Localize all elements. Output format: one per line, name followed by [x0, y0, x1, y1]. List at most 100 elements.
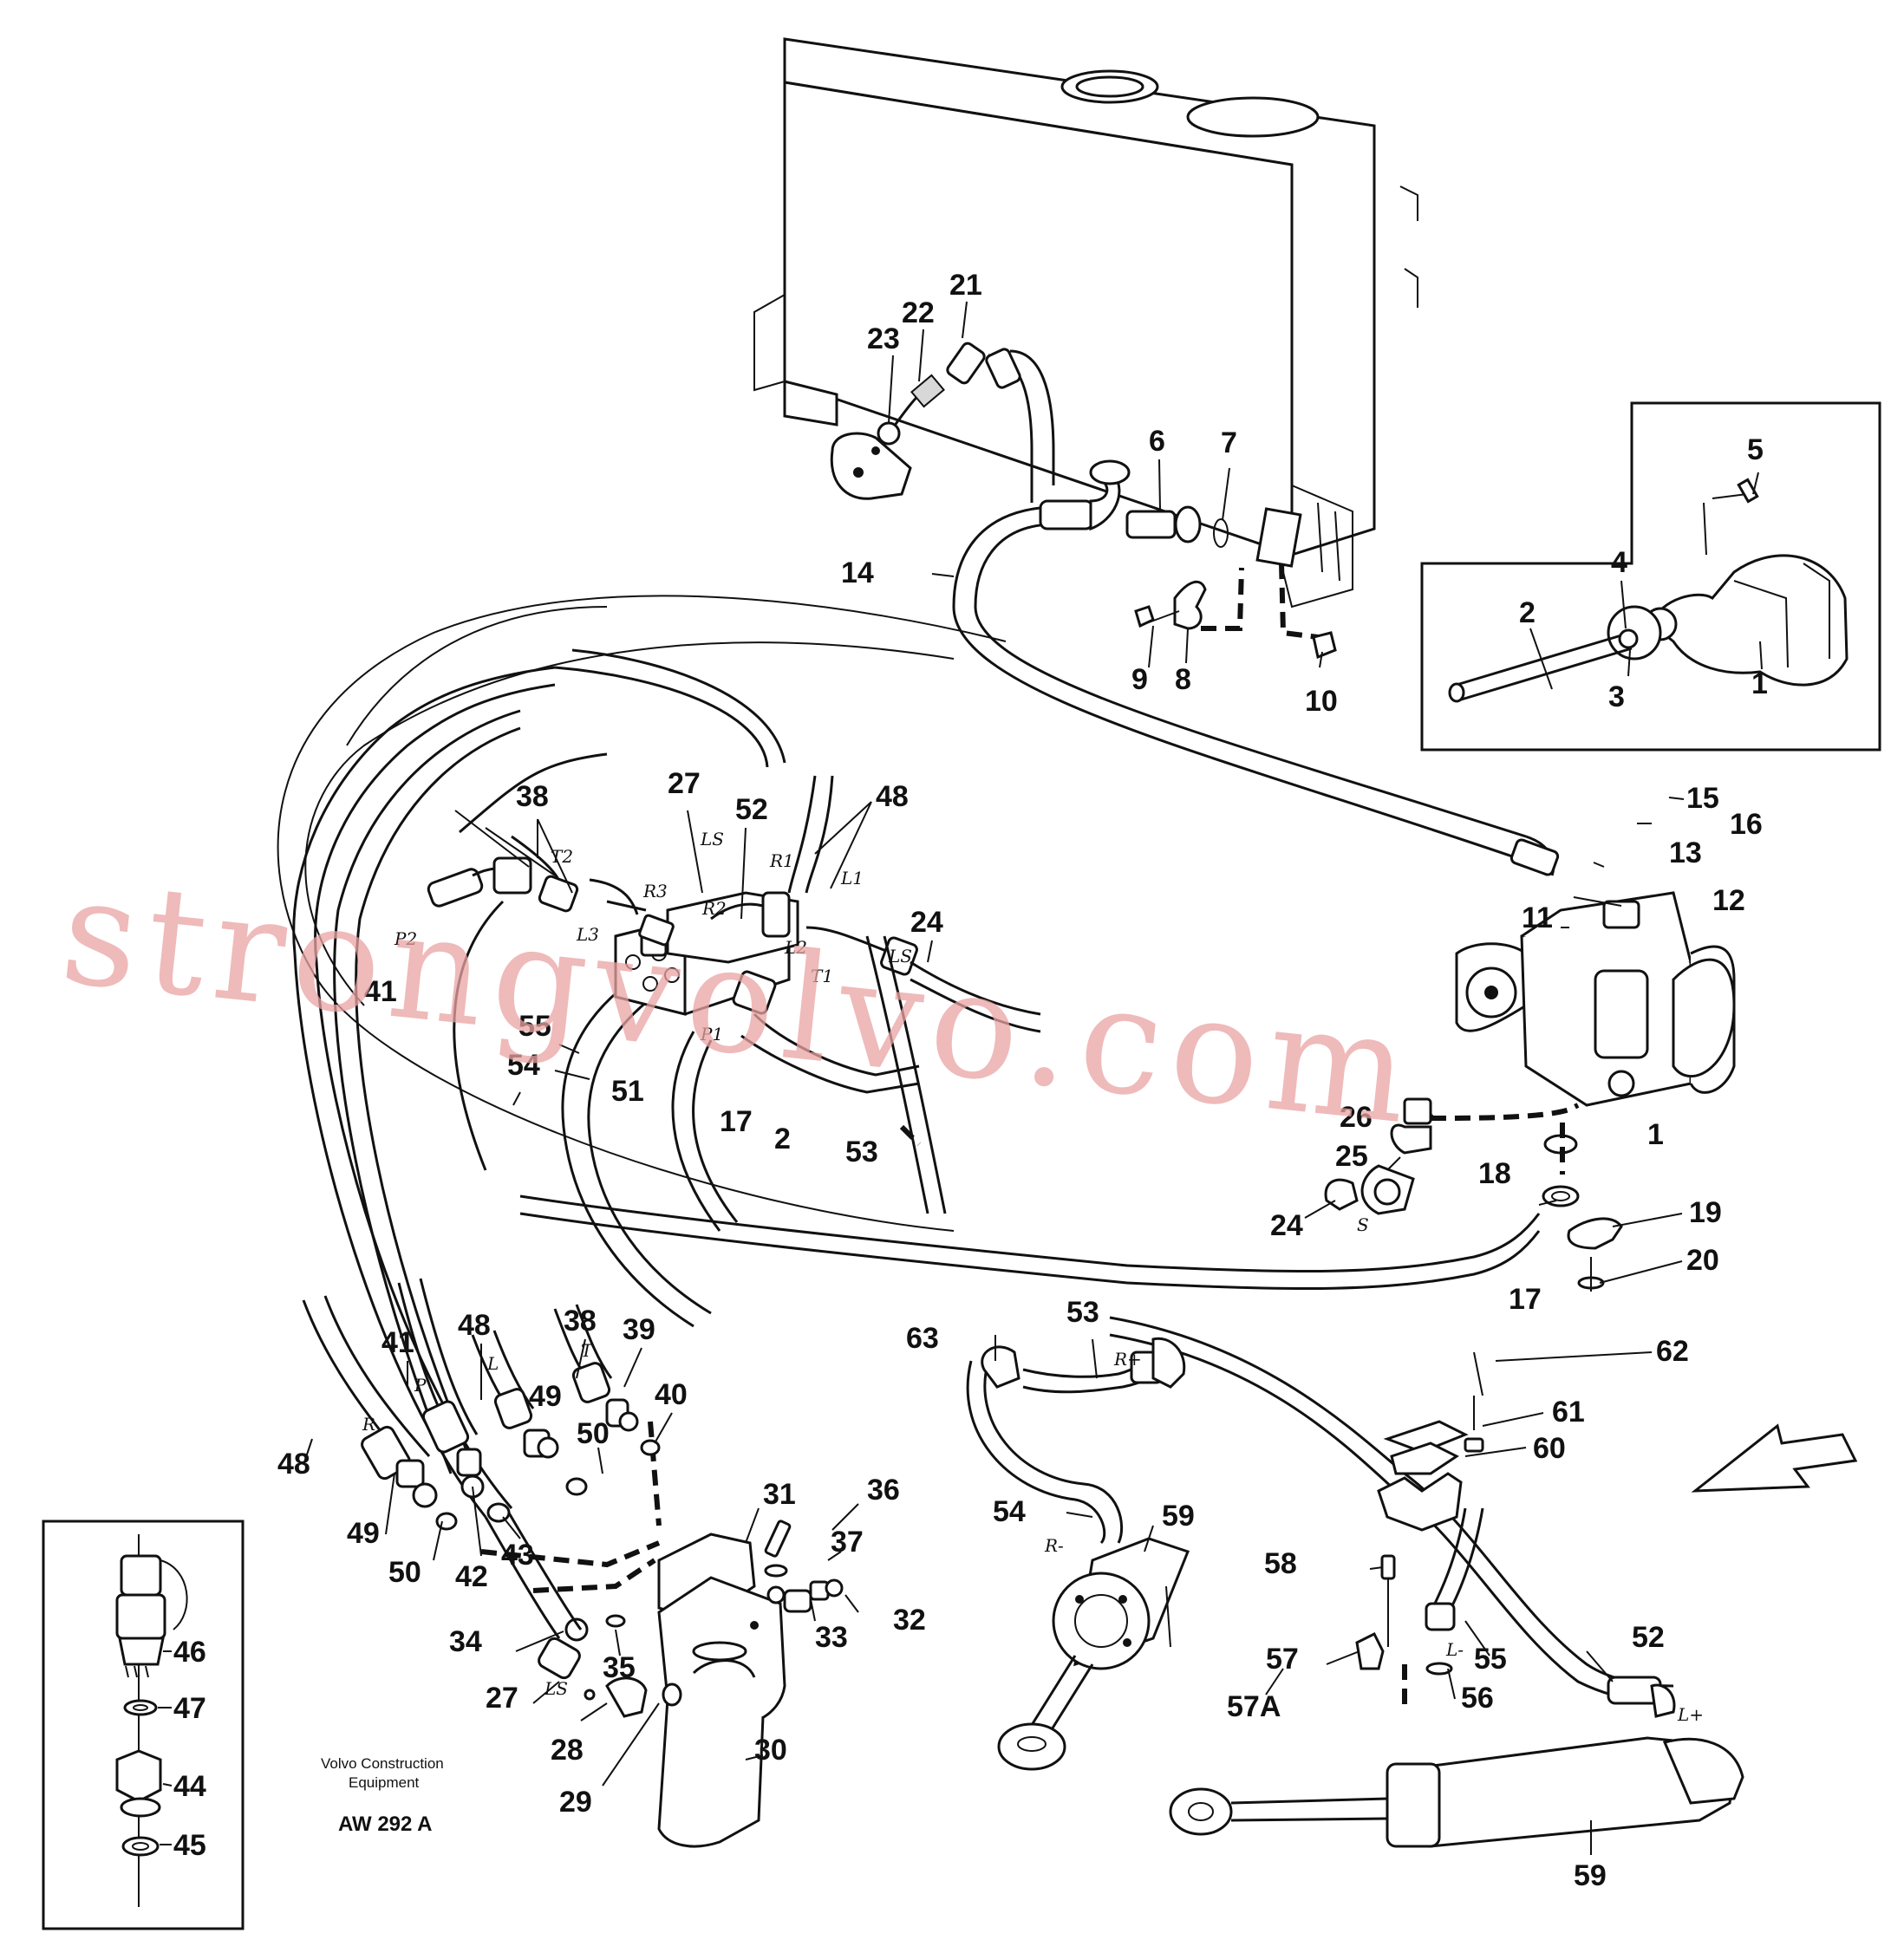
callout-34: 34 — [449, 1625, 482, 1658]
steering-cylinder-right — [1169, 1736, 1744, 1848]
callout-41: 41 — [364, 975, 397, 1008]
callout-7: 7 — [1221, 426, 1237, 459]
callout-58: 58 — [1264, 1547, 1297, 1580]
callout-11: 11 — [1522, 901, 1553, 934]
callout-6: 6 — [1149, 425, 1165, 458]
port-label: R+ — [1113, 1349, 1142, 1370]
callout-numbers: 21 22 23 6 7 5 4 2 3 1 14 9 8 10 15 16 1… — [173, 269, 1768, 1892]
callout-20: 20 — [1686, 1244, 1719, 1277]
callout-8: 8 — [1175, 663, 1191, 696]
callout-30: 30 — [754, 1734, 787, 1767]
callout-4: 4 — [1611, 546, 1627, 579]
port-label: P1 — [700, 1024, 723, 1045]
callout-60: 60 — [1533, 1432, 1566, 1465]
callout-2b: 2 — [774, 1123, 791, 1155]
callout-1b: 1 — [1647, 1118, 1664, 1151]
pump-fittings — [1324, 1097, 1580, 1215]
callout-13: 13 — [1669, 836, 1702, 869]
port-label: T2 — [551, 846, 573, 867]
callout-53: 53 — [845, 1136, 878, 1168]
direction-arrow — [1691, 1423, 1858, 1493]
callout-9: 9 — [1131, 663, 1148, 696]
callout-50: 50 — [577, 1417, 610, 1450]
callout-15: 15 — [1686, 782, 1719, 815]
callout-50b: 50 — [388, 1556, 421, 1589]
callout-49: 49 — [529, 1380, 562, 1413]
port-label: R- — [1044, 1535, 1064, 1556]
steering-lines — [1109, 1316, 1676, 1718]
credit-block: Volvo Construction Equipment AW 292 A — [321, 1755, 444, 1836]
callout-17b: 17 — [1509, 1283, 1542, 1316]
port-label: P2 — [394, 928, 417, 949]
port-label: R3 — [642, 881, 668, 901]
callout-1: 1 — [1751, 667, 1768, 700]
port-label: R2 — [701, 898, 727, 919]
callout-48: 48 — [876, 780, 909, 813]
credit-line-1: Volvo Construction — [321, 1755, 444, 1772]
callout-45: 45 — [173, 1829, 206, 1862]
callout-16: 16 — [1730, 808, 1763, 841]
callout-24b: 24 — [1270, 1209, 1303, 1242]
port-label: LS — [700, 829, 724, 849]
valve-upper-hoses — [427, 648, 1041, 1232]
callout-27b: 27 — [486, 1682, 518, 1715]
callout-46: 46 — [173, 1636, 206, 1669]
hydraulic-tank — [753, 37, 1418, 609]
drawing-code: AW 292 A — [338, 1813, 432, 1836]
port-label: L3 — [576, 924, 599, 945]
port-label: L1 — [840, 868, 864, 888]
tank-clamp — [1134, 507, 1337, 660]
callout-17: 17 — [720, 1105, 753, 1138]
callout-62: 62 — [1656, 1335, 1689, 1368]
callout-38: 38 — [516, 780, 549, 813]
callout-59b: 59 — [1574, 1859, 1607, 1892]
callout-59: 59 — [1162, 1500, 1195, 1533]
port-label: T — [581, 1340, 594, 1361]
port-label: LS — [544, 1678, 568, 1699]
callout-10: 10 — [1305, 685, 1338, 718]
callout-29: 29 — [559, 1786, 592, 1819]
callout-52: 52 — [735, 793, 768, 826]
callout-35: 35 — [603, 1651, 636, 1684]
callout-24: 24 — [910, 906, 943, 939]
callout-44: 44 — [173, 1770, 206, 1803]
callout-28: 28 — [551, 1734, 584, 1767]
leader-lines — [158, 301, 1763, 1855]
callout-40: 40 — [655, 1378, 688, 1411]
callout-22: 22 — [902, 296, 935, 329]
callout-27: 27 — [668, 767, 701, 800]
callout-12: 12 — [1712, 884, 1745, 917]
suction-line — [830, 342, 1055, 500]
steering-cylinder-left — [966, 1337, 1190, 1771]
parts-inset — [42, 1520, 245, 1930]
callout-25: 25 — [1335, 1140, 1368, 1173]
callout-18: 18 — [1478, 1157, 1511, 1190]
callout-53b: 53 — [1066, 1296, 1099, 1329]
callout-14: 14 — [841, 556, 874, 589]
callout-5: 5 — [1747, 433, 1764, 466]
port-label: L- — [1445, 1639, 1464, 1660]
callout-54b: 54 — [993, 1495, 1026, 1528]
callout-33: 33 — [815, 1621, 848, 1654]
hose-bundle-left — [277, 595, 1007, 1518]
callout-52b: 52 — [1632, 1621, 1665, 1654]
pump-inset — [1420, 401, 1881, 752]
callout-43: 43 — [501, 1539, 534, 1572]
callout-51: 51 — [611, 1075, 644, 1108]
callout-32: 32 — [893, 1604, 926, 1637]
port-label: R — [362, 1414, 375, 1435]
callout-55: 55 — [518, 1010, 551, 1043]
port-label: T1 — [811, 966, 833, 986]
callout-55b: 55 — [1474, 1643, 1507, 1676]
port-labels: T2 LS R1 L1 R3 R2 L3 P2 L2 T1 P1 LS S R … — [362, 829, 1704, 1725]
callout-48b: 48 — [458, 1309, 491, 1342]
callout-49b: 49 — [347, 1517, 380, 1550]
callout-31: 31 — [763, 1478, 796, 1511]
left-fittings — [302, 1278, 661, 1531]
callout-3: 3 — [1608, 680, 1625, 713]
port-label: R1 — [769, 850, 794, 871]
priority-valve — [657, 1533, 812, 1848]
callout-38b: 38 — [564, 1305, 597, 1337]
callout-61: 61 — [1552, 1396, 1585, 1429]
